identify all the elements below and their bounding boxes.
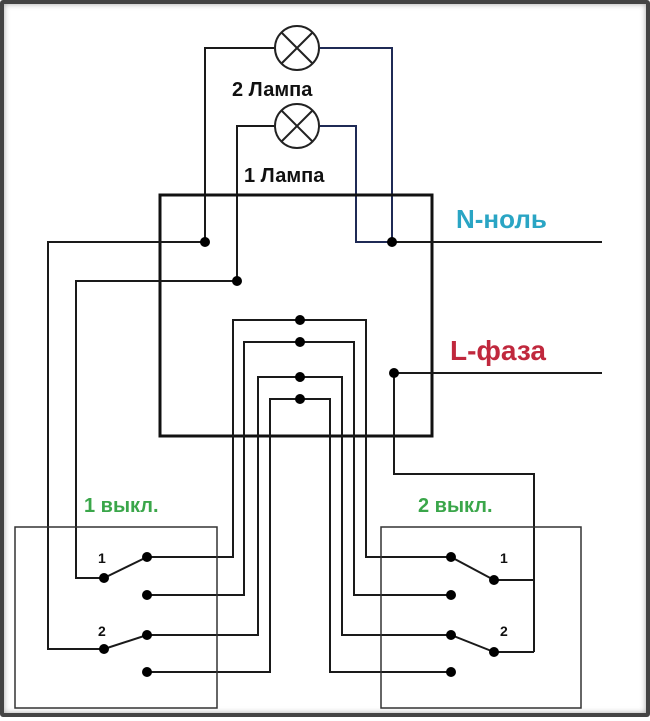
junction-box — [158, 193, 434, 438]
switch-2-box — [380, 526, 582, 709]
junction-dots — [200, 237, 399, 404]
wiring-diagram: 2 Лампа 1 Лампа N-ноль L-фаза 1 выкл. 2 … — [14, 25, 602, 709]
phase-wiring — [393, 372, 602, 581]
neutral-label: N-ноль — [456, 204, 547, 234]
switch-2-key-2-label: 2 — [500, 623, 508, 639]
lamp-1-label: 1 Лампа — [244, 165, 325, 187]
switch-2-contacts — [446, 552, 499, 677]
lamp-2-label: 2 Лампа — [232, 79, 313, 101]
switch-1-levers — [103, 556, 148, 650]
switch-1-key-2-label: 2 — [98, 623, 106, 639]
phase-label: L-фаза — [450, 335, 546, 366]
lamp-1-return-wire — [75, 280, 237, 579]
switch-2-key-1-label: 1 — [500, 550, 508, 566]
lamp-2-icon — [274, 25, 320, 71]
lamp-2-return-wire — [47, 241, 205, 650]
switch-2-label: 2 выкл. — [418, 495, 493, 517]
lamp-2-wiring — [204, 47, 393, 242]
switch-1-key-1-label: 1 — [98, 550, 106, 566]
switch-1-label: 1 выкл. — [84, 495, 159, 517]
switch-1-contacts — [99, 552, 152, 677]
lamp-1-icon — [274, 103, 320, 149]
lamp-1-wiring — [236, 125, 392, 281]
switch-2-levers — [450, 556, 495, 653]
switch-1-box — [14, 526, 218, 709]
